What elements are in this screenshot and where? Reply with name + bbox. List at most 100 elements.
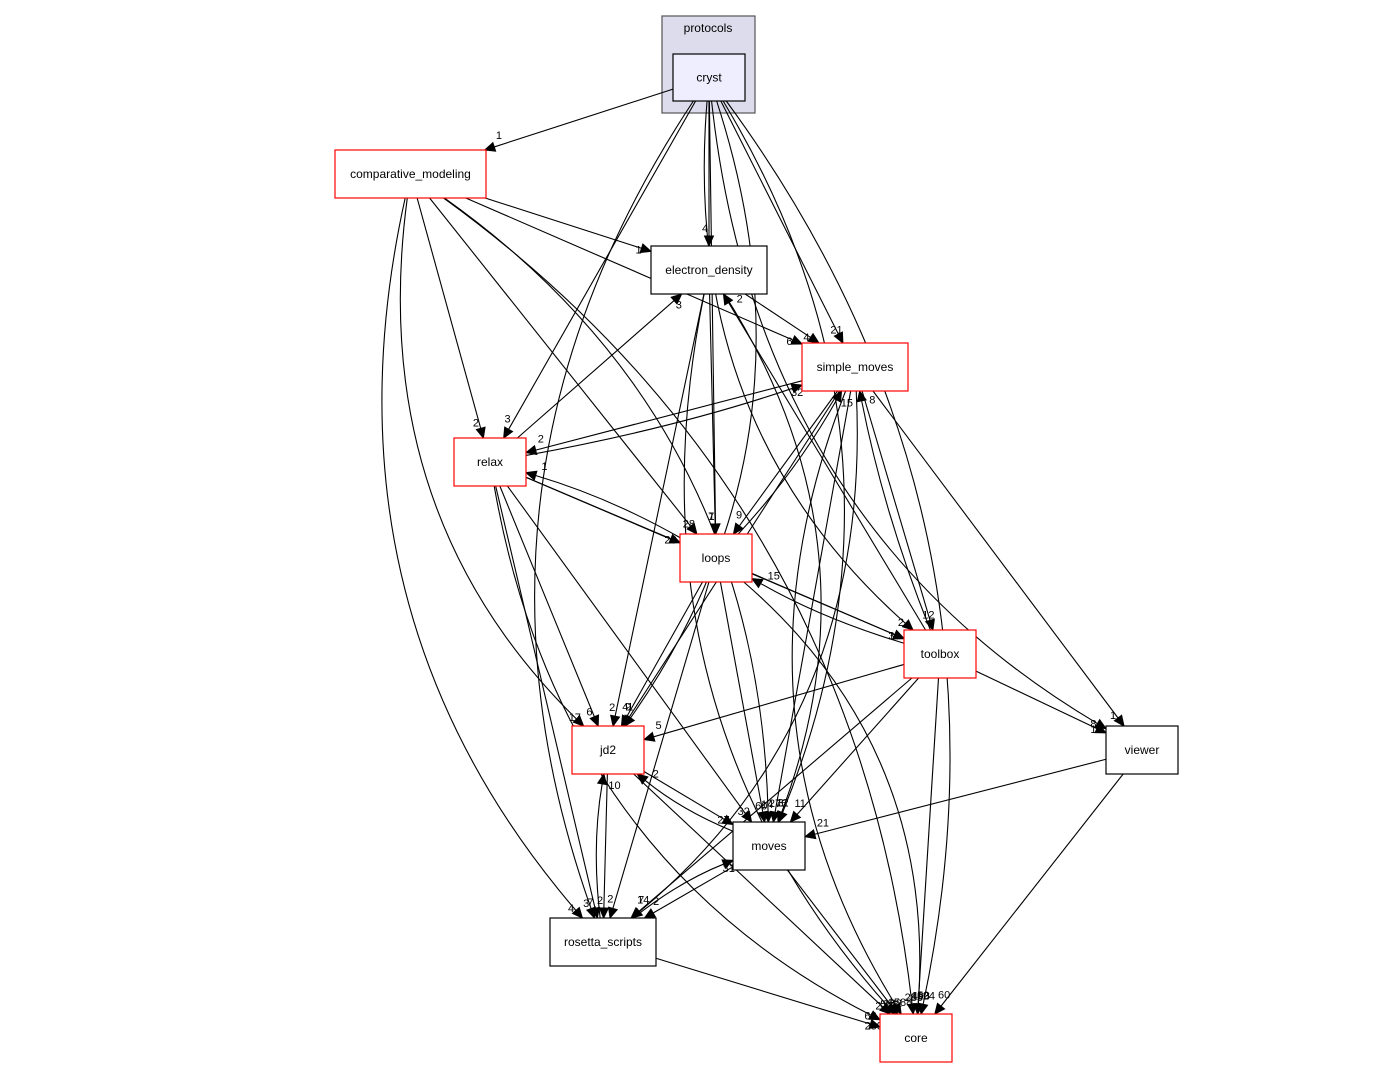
node-box[interactable] (732, 821, 806, 871)
edge-electron_density-to-moves[interactable]: 12 (723, 293, 822, 824)
edge-rosetta_scripts-to-moves[interactable]: 31 (632, 859, 735, 919)
edge-loops-to-relax[interactable]: 1 (524, 461, 681, 539)
edge-count-label[interactable]: 8 (869, 394, 875, 406)
edge-count-label[interactable]: 1 (708, 511, 714, 523)
edge-cryst-to-core[interactable]: 50 (725, 100, 951, 1016)
edge-count-label[interactable]: 2 (898, 617, 904, 629)
edge-rosetta_scripts-to-core[interactable]: 289 (655, 957, 883, 1033)
edge-comparative_modeling-to-core[interactable]: 2 8 5 (443, 197, 923, 1016)
edge-comparative_modeling-to-simple_moves[interactable]: 6 (465, 197, 804, 348)
edge-count-label[interactable]: 2 (538, 433, 544, 445)
edge-toolbox-to-viewer[interactable]: 1 (975, 670, 1108, 736)
edge-toolbox-to-electron_density[interactable]: 2 (722, 292, 927, 631)
edge-count-label[interactable]: 4 (803, 332, 809, 344)
edge-simple_moves-to-loops[interactable]: 9 (732, 390, 838, 535)
edge-count-label[interactable]: 3 (676, 299, 682, 311)
node-box[interactable] (801, 342, 909, 392)
edge-count-label[interactable]: 15 (768, 570, 780, 582)
edge-count-label[interactable]: 2 (607, 894, 613, 906)
edge-cryst-to-comparative_modeling[interactable]: 1 (483, 88, 674, 152)
edge-cryst-to-rosetta_scripts[interactable]: 3 (534, 100, 694, 920)
edge-loops-to-rosetta_scripts[interactable]: 2 (607, 581, 710, 920)
edge-cryst-to-jd2[interactable]: 1 (624, 100, 757, 727)
edge-count-label[interactable]: 1 (1090, 724, 1096, 736)
edge-count-label[interactable]: 1 (636, 245, 642, 257)
edge-count-label[interactable]: 2 (473, 417, 479, 429)
edge-electron_density-to-core[interactable]: 588 (683, 293, 898, 1015)
edge-simple_moves-to-moves[interactable]: 275 (769, 390, 852, 824)
edge-count-label[interactable]: 1 (496, 130, 502, 142)
edge-relax-to-core[interactable]: 68 (493, 485, 882, 1023)
edge-count-label[interactable]: 2 (609, 702, 615, 714)
edge-count-label[interactable]: 7 (587, 897, 593, 909)
node-box[interactable] (672, 53, 746, 102)
edge-moves-to-rosetta_scripts[interactable]: 2 (643, 866, 734, 919)
edge-count-label[interactable]: 60 (938, 990, 950, 1002)
edge-count-label[interactable]: 275 (769, 798, 787, 810)
edge-jd2-to-moves[interactable]: 27 (643, 770, 735, 826)
edge-count-label[interactable]: 2 (653, 768, 659, 780)
edge-count-label[interactable]: 4 (568, 903, 574, 915)
edge-count-label[interactable]: 493 (912, 991, 930, 1003)
edge-electron_density-to-jd2[interactable]: 2 (609, 293, 705, 728)
edge-relax-to-moves[interactable]: 32 (506, 485, 753, 823)
edge-cryst-to-toolbox[interactable]: 2 (703, 100, 914, 631)
edge-toolbox-to-moves[interactable]: 11 (789, 677, 920, 823)
edge-viewer-to-core[interactable]: 60 (934, 773, 1124, 1015)
edge-count-label[interactable]: 6 (586, 707, 592, 719)
edge-count-label[interactable]: 2 (737, 293, 743, 305)
edge-count-label[interactable]: 5 (656, 720, 662, 732)
edge-count-label[interactable]: 15 (841, 398, 853, 410)
edge-count-label[interactable]: 289 (865, 1021, 883, 1033)
node-box[interactable] (879, 1013, 953, 1063)
node-box[interactable] (679, 533, 753, 583)
edge-count-label[interactable]: 17 (569, 712, 581, 724)
edge-cryst-to-moves[interactable]: 3 (722, 100, 845, 824)
edge-comparative_modeling-to-jd2[interactable]: 17 (399, 197, 585, 727)
edge-moves-to-core[interactable]: 132 (786, 869, 902, 1015)
edge-simple_moves-to-toolbox[interactable]: 12 (861, 390, 935, 632)
edge-electron_density-to-loops[interactable]: 7 (708, 293, 721, 536)
edge-count-label[interactable]: 132 (884, 998, 902, 1010)
edge-count-label[interactable]: 2 (597, 895, 603, 907)
edge-count-label[interactable]: 7 (638, 895, 644, 907)
edge-count-label[interactable]: 50 (917, 990, 929, 1002)
edge-loops-to-moves[interactable]: 60 (719, 581, 768, 824)
node-simple-moves[interactable]: simple_moves (801, 342, 909, 392)
node-toolbox[interactable]: toolbox (903, 629, 977, 679)
edge-loops-to-simple_moves[interactable]: 15 (737, 389, 853, 535)
node-box[interactable] (549, 917, 657, 967)
edge-count-label[interactable]: 4 (702, 223, 708, 235)
edge-comparative_modeling-to-rosetta_scripts[interactable]: 4 (381, 197, 584, 919)
node-box[interactable] (903, 629, 977, 679)
node-viewer[interactable]: viewer (1105, 725, 1179, 775)
node-loops[interactable]: loops (679, 533, 753, 583)
edge-count-label[interactable]: 6 (786, 336, 792, 348)
edge-count-label[interactable]: 3 (888, 631, 894, 643)
edge-count-label[interactable]: 12 (776, 797, 788, 809)
edge-toolbox-to-simple_moves[interactable]: 8 (856, 389, 931, 631)
node-box[interactable] (650, 245, 768, 295)
node-core[interactable]: core (879, 1013, 953, 1063)
edge-count-label[interactable]: 1 (1110, 710, 1116, 722)
edge-jd2-to-rosetta_scripts[interactable]: 2 (597, 773, 610, 920)
edge-toolbox-to-loops[interactable]: 15 (750, 570, 905, 644)
edge-count-label[interactable]: 7 (708, 511, 714, 523)
node-rosetta-scripts[interactable]: rosetta_scripts (549, 917, 657, 967)
edge-count-label[interactable]: 21 (830, 325, 842, 337)
edge-moves-to-jd2[interactable]: 2 (636, 768, 734, 832)
edge-count-label[interactable]: 2 (653, 896, 659, 908)
edge-comparative_modeling-to-relax[interactable]: 2 (416, 197, 486, 440)
node-box[interactable] (571, 725, 645, 775)
edge-count-label[interactable]: 1 (541, 461, 547, 473)
edge-count-label[interactable]: 3 (505, 413, 511, 425)
edge-relax-to-simple_moves[interactable]: 32 (525, 383, 803, 456)
edge-relax-to-electron_density[interactable]: 3 (517, 293, 683, 439)
edge-count-label[interactable]: 9 (625, 701, 631, 713)
node-relax[interactable]: relax (453, 437, 527, 487)
edge-count-label[interactable]: 8 (1090, 719, 1096, 731)
edge-loops-to-toolbox[interactable]: 1 (751, 572, 906, 642)
edge-simple_moves-to-viewer[interactable]: 1 (872, 390, 1125, 727)
edge-count-label[interactable]: 1124 (911, 991, 935, 1003)
edge-cryst-to-simple_moves[interactable]: 21 (720, 100, 844, 345)
